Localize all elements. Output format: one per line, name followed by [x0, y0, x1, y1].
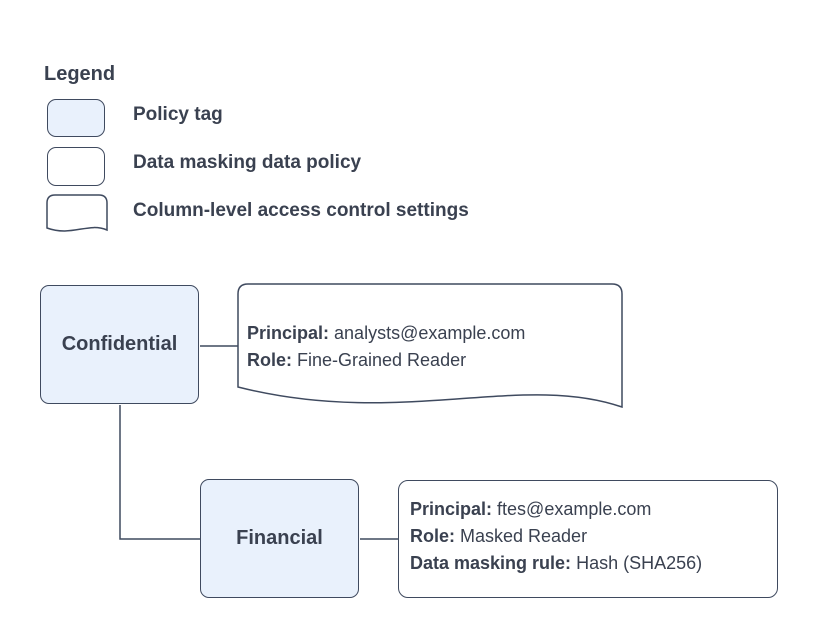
document-shape-icon: [46, 194, 108, 232]
policy-tag-swatch: [47, 99, 105, 137]
policy-tag-confidential-label: Confidential: [61, 333, 178, 355]
policy-tag-confidential: Confidential: [40, 285, 199, 404]
policy-line-principal: Principal: ftes@example.com: [410, 499, 652, 519]
legend-item-column-access-settings: Column-level access control settings: [133, 200, 469, 221]
legend-item-policy-tag: Policy tag: [133, 104, 223, 125]
confidential-settings-document-shape: [237, 283, 623, 409]
settings-line-role: Role: Fine-Grained Reader: [247, 350, 467, 370]
financial-data-policy-box: [398, 480, 778, 598]
policy-line-role: Role: Masked Reader: [410, 526, 588, 546]
policy-tag-financial: Financial: [200, 479, 359, 598]
data-masking-policy-swatch: [47, 147, 105, 186]
connector-confidential-to-financial: [119, 405, 200, 540]
financial-data-policy-text: Principal: ftes@example.com Role: Masked…: [410, 496, 702, 577]
confidential-settings-text: Principal: analysts@example.com Role: Fi…: [247, 320, 525, 374]
policy-tag-financial-label: Financial: [236, 527, 323, 549]
settings-line-principal: Principal: analysts@example.com: [247, 323, 526, 343]
legend-title: Legend: [44, 63, 116, 85]
column-access-settings-swatch: [46, 194, 108, 232]
policy-line-masking-rule: Data masking rule: Hash (SHA256): [410, 553, 703, 573]
legend-item-data-masking-policy: Data masking data policy: [133, 152, 362, 173]
